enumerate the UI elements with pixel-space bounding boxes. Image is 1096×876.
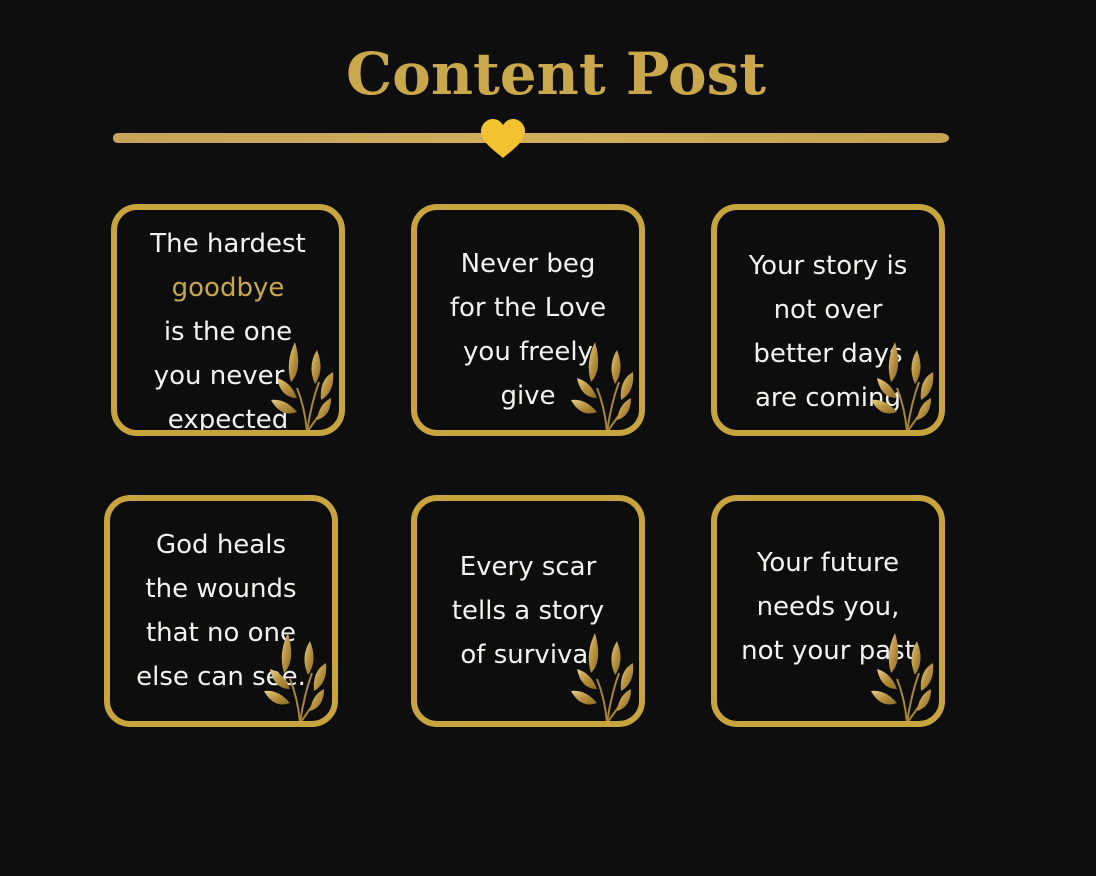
quote-text: The hardest goodbye is the one you never… <box>117 222 339 435</box>
quote-line: The hardest <box>150 229 306 259</box>
golden-leaves-icon <box>270 341 335 430</box>
quote-line: that no one <box>145 618 297 648</box>
golden-leaves-icon <box>263 632 328 721</box>
page-title: Content Post <box>345 40 767 108</box>
quote-text: Your future needs you, not your past <box>717 541 939 673</box>
quote-line: the wounds <box>145 574 297 604</box>
quote-line: better days <box>753 339 903 369</box>
quote-line: God heals <box>156 530 286 560</box>
quote-card[interactable]: Your story is not over better days are c… <box>711 204 945 436</box>
golden-leaves-icon <box>870 341 935 430</box>
quote-line: Every scar <box>459 552 597 582</box>
quote-line: Your future <box>756 548 900 578</box>
quote-card[interactable]: The hardest goodbye is the one you never… <box>111 204 345 436</box>
quote-line: Never beg <box>460 249 596 279</box>
quote-line-highlight: goodbye <box>171 273 285 303</box>
quote-line: not over <box>773 295 883 325</box>
golden-leaves-icon <box>570 341 635 430</box>
quote-line: you freely <box>463 337 593 367</box>
quote-line: needs you, <box>756 592 900 622</box>
quote-line: not your past <box>741 636 915 666</box>
quote-card[interactable]: Never beg for the Love you freely give <box>411 204 645 436</box>
quote-card[interactable]: God heals the wounds that no one else ca… <box>104 495 338 727</box>
golden-leaves-icon <box>870 632 935 721</box>
title-divider <box>113 119 949 158</box>
quote-card[interactable]: Every scar tells a story of survival <box>411 495 645 727</box>
quote-line: expected <box>167 405 289 435</box>
quote-line: Your story is <box>748 251 908 281</box>
quote-line: are coming <box>754 383 902 413</box>
quote-line: give <box>500 381 556 411</box>
quote-line: you never <box>153 361 285 391</box>
quote-line: tells a story <box>451 596 605 626</box>
heart-icon <box>481 119 525 158</box>
quote-line: for the Love <box>449 293 607 323</box>
golden-leaves-icon <box>570 632 635 721</box>
quote-card[interactable]: Your future needs you, not your past <box>711 495 945 727</box>
quote-text: Every scar tells a story of survival <box>417 545 639 677</box>
quote-line: is the one <box>163 317 293 347</box>
quote-line: of survival <box>460 640 596 670</box>
quote-text: Your story is not over better days are c… <box>717 244 939 420</box>
quote-text: Never beg for the Love you freely give <box>417 242 639 418</box>
